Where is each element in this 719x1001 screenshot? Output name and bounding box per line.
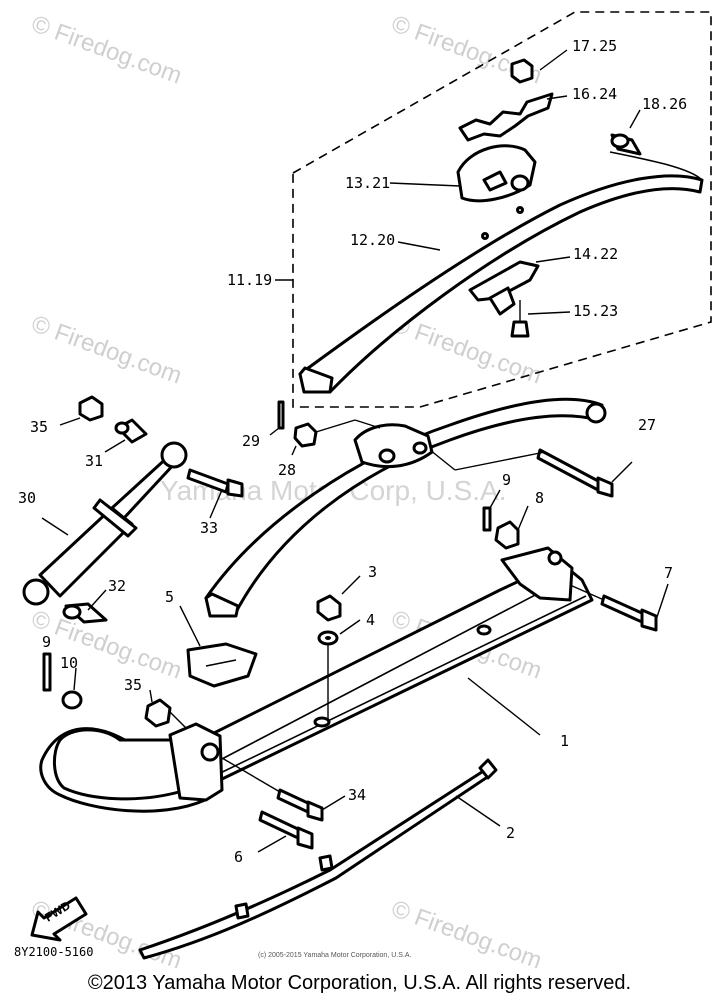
watermark-bottom-right: © Firedog.com bbox=[388, 895, 545, 974]
shock-absorber bbox=[22, 441, 188, 606]
watermark-low-left: © Firedog.com bbox=[28, 605, 185, 684]
callout-9-right: 9 bbox=[502, 471, 511, 489]
spring-clip bbox=[458, 92, 554, 142]
leaf-spring-upper bbox=[298, 151, 704, 394]
callout-8: 8 bbox=[535, 489, 544, 507]
bolt-27 bbox=[429, 448, 633, 498]
small-copyright: (c) 2005-2015 Yamaha Motor Corporation, … bbox=[258, 952, 411, 959]
callout-2: 2 bbox=[506, 824, 515, 842]
callout-34: 34 bbox=[348, 786, 366, 804]
collar-31 bbox=[104, 418, 148, 453]
callout-29: 29 bbox=[242, 432, 260, 450]
bolt-7 bbox=[569, 583, 669, 632]
callout-5: 5 bbox=[165, 588, 174, 606]
ski-runner-2 bbox=[138, 758, 501, 960]
callout-14-22: 14.22 bbox=[573, 245, 618, 263]
copyright-footer: ©2013 Yamaha Motor Corporation, U.S.A. A… bbox=[87, 972, 632, 994]
callout-4: 4 bbox=[366, 611, 375, 629]
spring-pin-9-right bbox=[482, 489, 501, 532]
nut-8 bbox=[494, 505, 529, 550]
collar-32 bbox=[62, 589, 108, 624]
bolt-15 bbox=[510, 300, 530, 338]
bolt-33 bbox=[186, 468, 244, 519]
callout-12-20: 12.20 bbox=[350, 231, 395, 249]
forward-direction-arrow: FWD bbox=[30, 896, 88, 942]
callout-18-26: 18.26 bbox=[642, 95, 687, 113]
callouts: 17.25 16.24 18.26 13.21 12.20 14.22 11.1… bbox=[18, 37, 687, 866]
cotter-pin-29 bbox=[269, 400, 285, 436]
watermark-mid-left: © Firedog.com bbox=[28, 310, 185, 389]
washer-4 bbox=[317, 619, 361, 722]
callout-35-top: 35 bbox=[30, 418, 48, 436]
bolt-34 bbox=[221, 757, 346, 822]
callout-33: 33 bbox=[200, 519, 218, 537]
callout-31: 31 bbox=[85, 452, 103, 470]
callout-32: 32 bbox=[108, 577, 126, 595]
callout-35-bottom: 35 bbox=[124, 676, 142, 694]
bolt-6 bbox=[257, 810, 314, 853]
drawing-code: 8Y2100-5160 bbox=[14, 945, 93, 959]
callout-6: 6 bbox=[234, 848, 243, 866]
spring-assembly-dashed-box bbox=[292, 11, 712, 408]
spring-plate bbox=[468, 260, 540, 302]
ski bbox=[39, 546, 594, 813]
nut-35-bottom bbox=[144, 689, 189, 731]
callout-17-25: 17.25 bbox=[572, 37, 617, 55]
collar-18 bbox=[610, 133, 642, 156]
callout-15-23: 15.23 bbox=[573, 302, 618, 320]
nut-17 bbox=[510, 58, 534, 84]
nut-28 bbox=[291, 419, 381, 456]
callout-3: 3 bbox=[368, 563, 377, 581]
wear-plate-5 bbox=[179, 605, 258, 688]
watermark-top-left: © Firedog.com bbox=[28, 10, 185, 89]
callout-30: 30 bbox=[18, 489, 36, 507]
callout-11-19: 11.19 bbox=[227, 271, 272, 289]
upper-leader-lines bbox=[275, 49, 641, 315]
callout-10: 10 bbox=[60, 654, 78, 672]
callout-28: 28 bbox=[278, 461, 296, 479]
washer-10 bbox=[61, 667, 83, 710]
callout-27: 27 bbox=[638, 416, 656, 434]
nut-35-top bbox=[59, 395, 104, 426]
callout-13-21: 13.21 bbox=[345, 174, 390, 192]
callout-9-left: 9 bbox=[42, 633, 51, 651]
bracket-nut-slot bbox=[482, 170, 508, 192]
spring-pin-9-left bbox=[42, 652, 52, 692]
callout-1: 1 bbox=[560, 732, 569, 750]
callout-16-24: 16.24 bbox=[572, 85, 617, 103]
bracket-bolt-hole bbox=[510, 174, 530, 192]
callout-7: 7 bbox=[664, 564, 673, 582]
nut-3 bbox=[316, 575, 361, 622]
spring-plate-tab bbox=[488, 286, 516, 316]
